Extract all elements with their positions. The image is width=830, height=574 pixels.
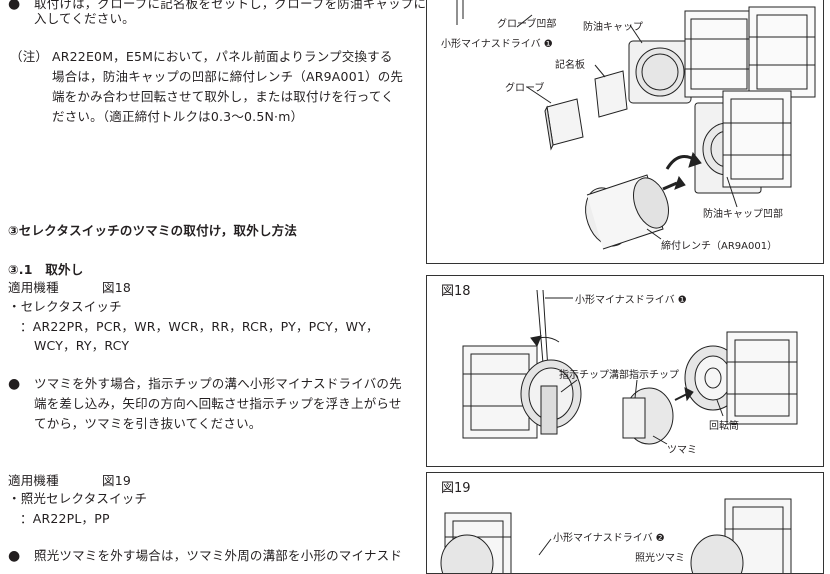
models-2: ：AR22PL，PP bbox=[20, 511, 110, 526]
caption-globe: グローブ bbox=[505, 83, 545, 94]
caption-oil-cap-recess: 防油キャップ凹部 bbox=[703, 209, 783, 220]
applicable-label-2: 適用機種 bbox=[8, 473, 59, 488]
bullet-top: ● bbox=[8, 0, 21, 12]
caption-18-rotor: 回転筒 bbox=[709, 421, 739, 432]
figure-19: 図19 小形マイナスドライバ ❷ 照光ツマミ bbox=[426, 472, 824, 574]
section-3-title: ③セレクタスイッチのツマミの取付け，取外し方法 bbox=[8, 223, 298, 238]
figure-18-label: 図18 bbox=[441, 284, 471, 299]
caption-wrench: 締付レンチ（AR9A001） bbox=[661, 241, 778, 252]
text-line-top: 取付けは，グローブに記名板をセットし，グローブを防油キャップに圧 bbox=[34, 0, 439, 11]
caption-18-chip: 指示チップ bbox=[629, 370, 679, 381]
type-1: ・セレクタスイッチ bbox=[8, 299, 122, 314]
type-2: ・照光セレクタスイッチ bbox=[8, 491, 148, 506]
caption-name-plate: 記名板 bbox=[555, 60, 585, 71]
para-2a: 照光ツマミを外す場合は，ツマミ外周の溝部を小形のマイナスド bbox=[34, 548, 403, 563]
note-line-3: 端をかみ合わせ回転させて取外し，または取付けを行ってく bbox=[52, 89, 394, 104]
applicable-fig-2: 図19 bbox=[102, 473, 132, 488]
caption-oil-cap: 防油キャップ bbox=[583, 22, 643, 33]
caption-19-lit-knob: 照光ツマミ bbox=[635, 553, 685, 564]
caption-19-driver: 小形マイナスドライバ ❷ bbox=[553, 533, 665, 544]
figure-18-drawing bbox=[462, 289, 798, 445]
para-1b: 端を差し込み，矢印の方向へ回転させ指示チップを浮き上がらせ bbox=[34, 396, 402, 411]
figure-oil-cap: グローブ凹部 防油キャップ 小形マイナスドライバ ❶ 記名板 グローブ 防油キャ… bbox=[426, 0, 824, 264]
para-1a: ツマミを外す場合，指示チップの溝へ小形マイナスドライバの先 bbox=[34, 376, 402, 391]
section-3-1-title: ③.1 取外し bbox=[8, 262, 84, 277]
note-line-1: AR22E0M，E5Mにおいて，パネル前面よりランプ交換する bbox=[52, 49, 393, 64]
figure-18: 図18 bbox=[426, 275, 824, 467]
figure-19-label: 図19 bbox=[441, 481, 471, 496]
note-line-2: 場合は，防油キャップの凹部に締付レンチ（AR9A001）の先 bbox=[52, 69, 404, 84]
applicable-label-1: 適用機種 bbox=[8, 280, 59, 295]
models-1b: WCY，RY，RCY bbox=[34, 338, 130, 353]
caption-globe-recess: グローブ凹部 bbox=[497, 19, 557, 30]
text-line-top2: 入してください。 bbox=[34, 11, 135, 26]
figure-oil-cap-drawing bbox=[456, 0, 816, 250]
para-1c: てから，ツマミを引き抜いてください。 bbox=[34, 416, 262, 431]
bullet-2: ● bbox=[8, 548, 21, 564]
caption-18-chip-groove: 指示チップ溝部 bbox=[559, 370, 629, 381]
figure-19-drawing bbox=[440, 498, 792, 573]
caption-18-driver: 小形マイナスドライバ ❶ bbox=[575, 295, 687, 306]
bullet-1: ● bbox=[8, 376, 21, 392]
note-prefix: （注） bbox=[10, 49, 49, 64]
caption-driver-1: 小形マイナスドライバ ❶ bbox=[441, 39, 553, 50]
models-1a: ：AR22PR，PCR，WR，WCR，RR，RCR，PY，PCY，WY， bbox=[20, 319, 379, 334]
caption-18-knob: ツマミ bbox=[667, 445, 697, 456]
note-line-4: ださい。（適正締付トルクは0.3〜0.5N·m） bbox=[52, 109, 304, 124]
applicable-fig-1: 図18 bbox=[102, 280, 132, 295]
